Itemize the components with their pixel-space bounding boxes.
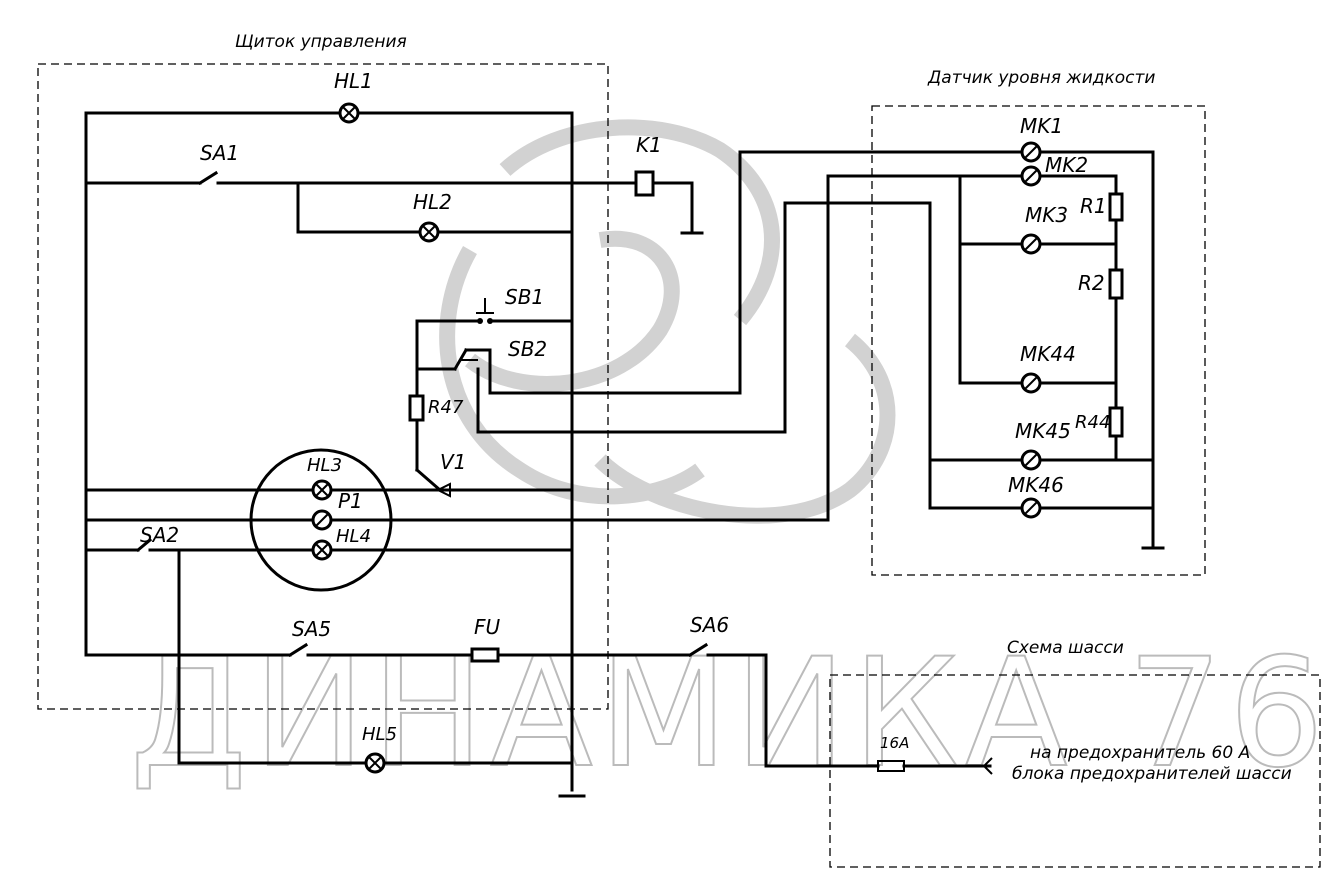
- relay-k1-icon: [634, 170, 655, 197]
- lamp-hl1-icon: [338, 102, 360, 124]
- level-sensor-boundary: [871, 105, 1206, 576]
- chassis-note-line2: блока предохранителей шасси: [1012, 764, 1292, 784]
- contact-mk45-icon: [1020, 449, 1042, 471]
- switch-sb2-icon: [452, 347, 478, 372]
- label-sb2: SB2: [508, 337, 547, 361]
- label-hl2: HL2: [413, 190, 452, 214]
- label-mk45: MK45: [1015, 419, 1071, 443]
- level-sensor-title: Датчик уровня жидкости: [927, 68, 1155, 88]
- control-panel-boundary: [37, 63, 609, 710]
- switch-sa2-icon: [135, 537, 153, 553]
- label-fu: FU: [474, 615, 501, 639]
- lamp-hl5-icon: [364, 752, 386, 774]
- button-sb1-icon: [476, 298, 494, 324]
- contact-mk44-icon: [1020, 372, 1042, 394]
- gauge-housing-icon: [249, 448, 393, 592]
- label-r44: R44: [1075, 412, 1110, 433]
- label-mk44: MK44: [1020, 342, 1076, 366]
- label-hl4: HL4: [336, 526, 371, 547]
- label-fuse-16a: 16A: [880, 734, 909, 752]
- control-panel-title: Щиток управления: [235, 32, 407, 52]
- label-hl3: HL3: [307, 455, 342, 476]
- label-mk1: MK1: [1020, 114, 1063, 138]
- label-sa1: SA1: [200, 141, 239, 165]
- label-sa2: SA2: [140, 523, 179, 547]
- label-sa6: SA6: [690, 613, 729, 637]
- contact-mk1-icon: [1020, 141, 1042, 163]
- label-r47: R47: [428, 397, 464, 418]
- label-sb1: SB1: [505, 285, 544, 309]
- contact-mk3-icon: [1020, 233, 1042, 255]
- watermark-swirl: [439, 119, 896, 524]
- resistor-r2-icon: [1108, 268, 1124, 300]
- fuse-16a-icon: [877, 760, 905, 772]
- resistor-r47-icon: [408, 394, 425, 422]
- chassis-note-line1: на предохранитель 60 А: [1030, 743, 1250, 763]
- wires: [84, 111, 1165, 798]
- label-hl5: HL5: [362, 724, 397, 745]
- resistor-r44-icon: [1108, 406, 1124, 438]
- lamp-hl3-icon: [311, 479, 333, 501]
- fuse-fu-icon: [470, 647, 500, 663]
- connector-arrow-icon: [982, 757, 993, 775]
- switch-sa1-icon: [197, 170, 219, 186]
- chassis-boundary: [829, 674, 1321, 868]
- lamp-hl4-icon: [311, 539, 333, 561]
- label-k1: K1: [636, 133, 662, 157]
- label-p1: P1: [338, 489, 363, 513]
- contact-mk46-icon: [1020, 497, 1042, 519]
- label-r2: R2: [1078, 271, 1105, 295]
- resistor-r1-icon: [1108, 192, 1124, 222]
- label-hl1: HL1: [334, 69, 373, 93]
- switch-sa6-icon: [687, 642, 709, 658]
- label-r1: R1: [1080, 194, 1107, 218]
- diode-v1-icon: [435, 482, 451, 498]
- contact-mk2-icon: [1020, 165, 1042, 187]
- label-mk2: MK2: [1045, 153, 1088, 177]
- gauge-p1-icon: [311, 509, 333, 531]
- lamp-hl2-icon: [418, 221, 440, 243]
- chassis-title: Схема шасси: [1007, 638, 1124, 658]
- label-mk3: MK3: [1025, 203, 1068, 227]
- label-mk46: MK46: [1008, 473, 1064, 497]
- label-v1: V1: [440, 450, 466, 474]
- switch-sa5-icon: [287, 642, 309, 658]
- label-sa5: SA5: [292, 617, 331, 641]
